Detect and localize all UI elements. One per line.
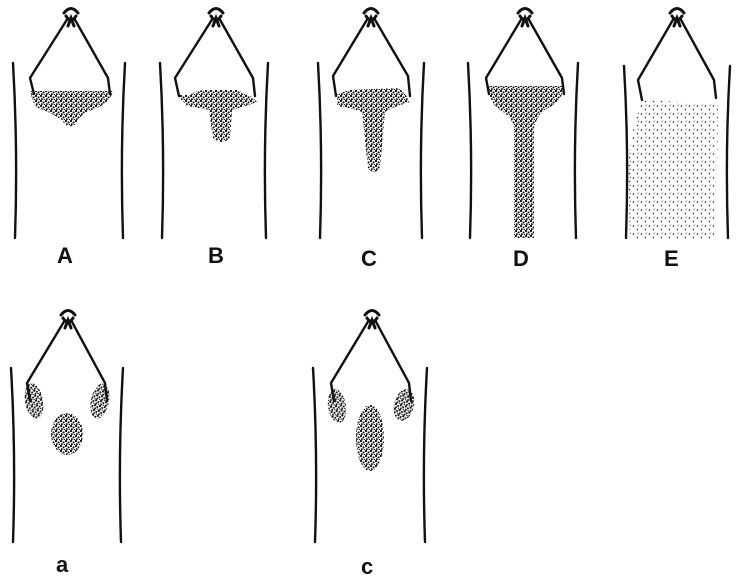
panel-B: B: [160, 9, 268, 269]
neck-outline-right-A: [122, 63, 125, 238]
label-c: c: [361, 554, 373, 579]
label-D: D: [513, 246, 529, 271]
neck-outline-left-A: [13, 63, 16, 238]
neck-outline-right-B: [265, 63, 268, 238]
panel-C: C: [318, 9, 424, 272]
chin-outline-right-C: [374, 18, 410, 96]
neck-outline-left-c: [313, 368, 316, 542]
neck-outline-right-C: [421, 63, 424, 238]
neck-outline-left-C: [318, 63, 321, 238]
throat-patch-D: [488, 86, 564, 238]
chin-outline-left-c: [331, 320, 369, 401]
chin-outline-right-B: [219, 18, 255, 96]
panel-E: E: [624, 9, 730, 272]
neck-outline-left-a: [11, 368, 14, 542]
throat-patch-C: [337, 88, 410, 172]
label-E: E: [664, 246, 679, 271]
cheek-spot-left-a: [22, 382, 46, 421]
chin-outline-right-c: [375, 320, 411, 401]
label-B: B: [208, 243, 224, 268]
chin-outline-left-E: [638, 18, 674, 100]
throat-patch-B: [177, 90, 257, 142]
neck-outline-right-D: [575, 63, 578, 238]
chin-outline-left-D: [486, 18, 522, 94]
neck-outline-left-D: [468, 63, 471, 238]
neck-outline-right-E: [727, 66, 730, 238]
neck-outline-right-a: [120, 368, 123, 542]
cheek-spot-right-a: [87, 382, 112, 421]
throat-spot-c: [356, 405, 384, 471]
throat-patch-A: [31, 91, 113, 126]
neck-outline-left-B: [160, 63, 163, 238]
chin-outline-right-D: [528, 18, 564, 94]
neck-outline-right-c: [424, 368, 427, 542]
cheek-spot-right-c: [390, 387, 417, 423]
chin-outline-left-A: [30, 18, 68, 94]
panel-D: D: [468, 9, 578, 272]
chin-outline-left-C: [333, 18, 368, 96]
cheek-spot-left-c: [326, 388, 349, 424]
label-C: C: [361, 246, 377, 271]
neck-outline-left-E: [624, 66, 627, 238]
chin-outline-left-B: [175, 18, 213, 96]
label-A: A: [57, 243, 73, 268]
throat-patch-E: [628, 100, 718, 240]
chin-outline-right-A: [74, 18, 110, 94]
panel-A: A: [13, 9, 125, 269]
label-a: a: [56, 552, 69, 577]
chin-outline-right-E: [680, 18, 716, 98]
panel-a: a: [11, 311, 123, 578]
panel-c: c: [313, 311, 427, 579]
throat-spot-a: [51, 413, 83, 455]
